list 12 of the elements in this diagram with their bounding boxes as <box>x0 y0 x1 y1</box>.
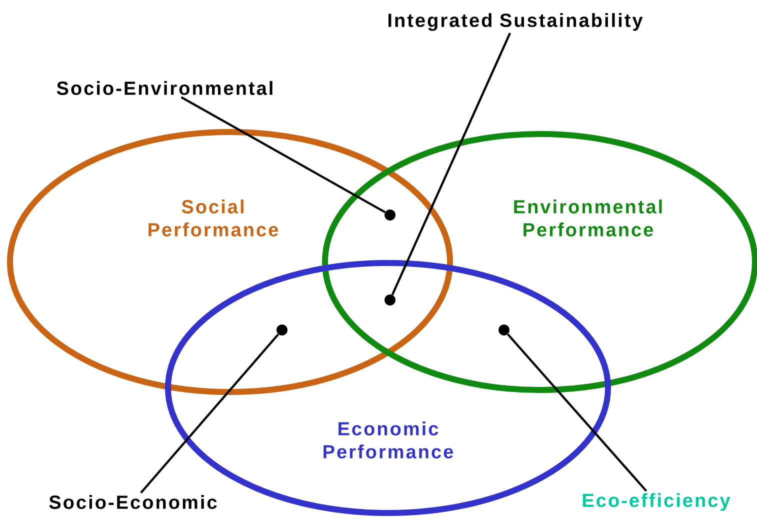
leader-line <box>140 334 280 494</box>
leader-line <box>391 32 512 296</box>
leader-line <box>180 96 386 214</box>
callout-label: Integrated Sustainability <box>388 13 643 31</box>
dot <box>384 210 396 220</box>
leader-line <box>506 334 648 492</box>
callout-label: Socio-Environmental <box>56 81 272 95</box>
dot <box>384 294 396 306</box>
dot <box>276 324 288 336</box>
callout-label: Eco-efficiency <box>582 493 730 511</box>
dot <box>498 324 510 336</box>
callout-label: Socio-Economic <box>49 495 217 509</box>
